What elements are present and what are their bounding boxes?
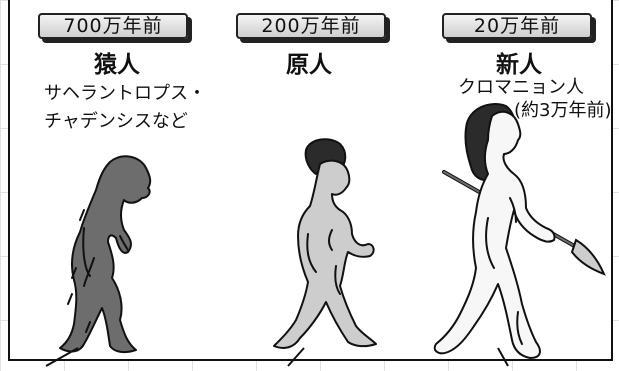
cromagnon-figure [433, 103, 556, 359]
species-name-erectus: 原人 [286, 52, 332, 78]
bottom-border [8, 359, 613, 361]
time-badge-20: 20万年前 [442, 13, 592, 39]
left-border [8, 0, 10, 360]
species-example-cromagnon: クロマニョン人 [458, 77, 584, 98]
species-example-line2: チャデンシスなど [44, 111, 188, 132]
ape-man-figure [59, 155, 152, 354]
erectus-figure [273, 138, 377, 349]
ground-mark-1 [45, 347, 79, 367]
species-example-line1: サヘラントロプス・ [44, 83, 206, 104]
ground-mark-2 [287, 347, 305, 367]
ground-mark-3 [497, 347, 509, 367]
right-border [611, 0, 613, 360]
species-name-ape: 猿人 [94, 52, 140, 78]
species-name-sapiens: 新人 [496, 52, 542, 78]
era-note: (約3万年前) [514, 100, 612, 121]
time-badge-200: 200万年前 [236, 13, 386, 39]
time-badge-700: 700万年前 [38, 13, 188, 39]
